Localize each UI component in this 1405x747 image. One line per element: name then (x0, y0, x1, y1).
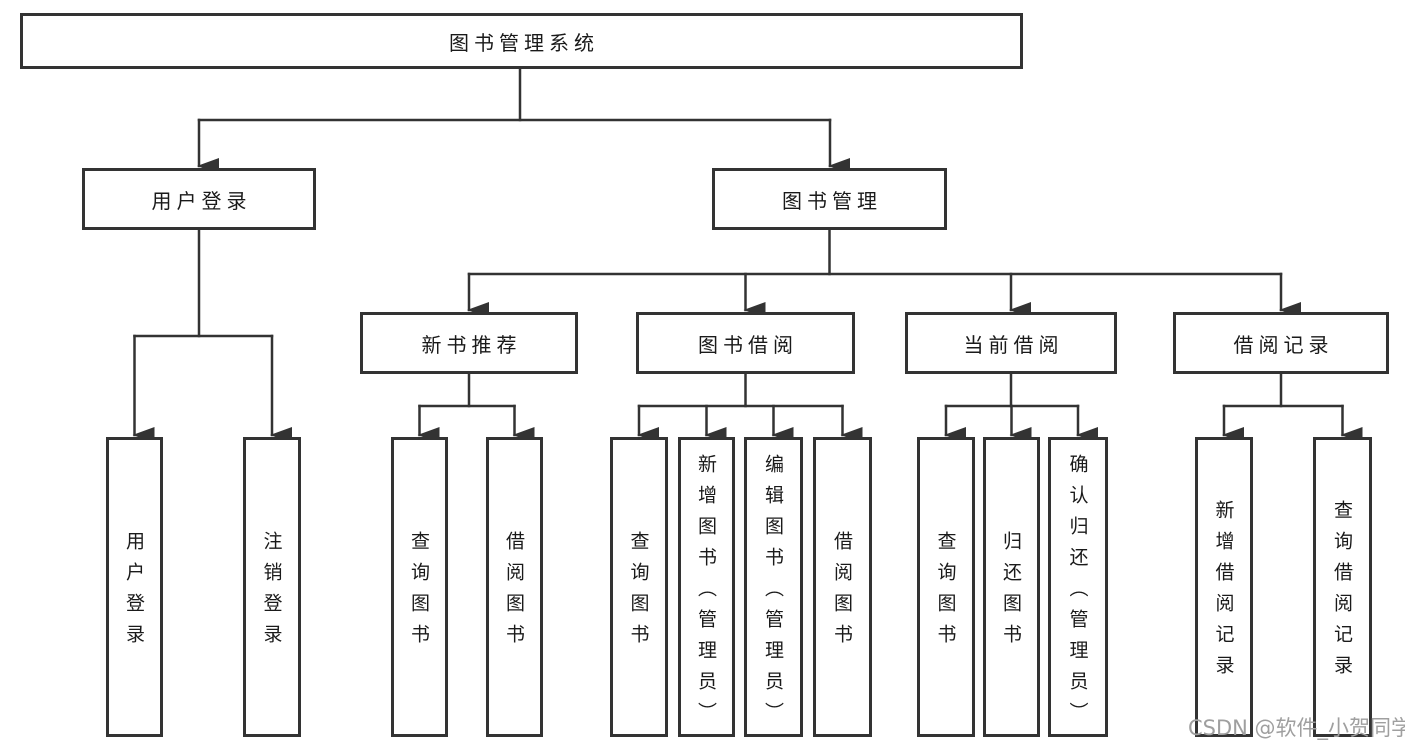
leaf-logout-label: 注销登录 (260, 531, 283, 655)
leaf-borrow-books-borrow-label: 借阅图书 (831, 531, 853, 655)
csdn-watermark: CSDN @软件_小贺同学 (1188, 716, 1405, 740)
connector-borrow-records (1222, 372, 1363, 443)
leaf-query-borrow-record: 查询借阅记录 (1313, 437, 1372, 737)
node-current-borrow: 当前借阅 (905, 312, 1117, 374)
node-user-login-label: 用户登录 (151, 188, 252, 213)
leaf-return-book-label: 归还图书 (1000, 531, 1022, 655)
node-book-borrow: 图书借阅 (636, 312, 855, 374)
leaf-borrow-books-recommend: 借阅图书 (486, 437, 543, 737)
leaf-query-books-recommend-label: 查询图书 (408, 531, 430, 655)
leaf-add-borrow-record: 新增借阅记录 (1195, 437, 1253, 737)
leaf-query-borrow-record-label: 查询借阅记录 (1331, 500, 1353, 686)
node-user-login: 用户登录 (82, 168, 316, 230)
connector-current-borrow (944, 372, 1098, 443)
leaf-add-book-admin-label: 新增图书（管理员） (695, 453, 717, 733)
leaf-borrow-books-borrow: 借阅图书 (813, 437, 872, 737)
leaf-add-book-admin: 新增图书（管理员） (678, 437, 735, 737)
node-new-book-recommend: 新书推荐 (360, 312, 578, 374)
node-book-management: 图书管理 (712, 168, 947, 230)
connector-book-management (467, 228, 1301, 318)
connector-user-login (132, 228, 292, 443)
leaf-query-books-borrow-label: 查询图书 (627, 531, 650, 655)
leaf-query-books-current-label: 查询图书 (934, 531, 957, 655)
connector-root (197, 67, 850, 174)
node-borrow-records: 借阅记录 (1173, 312, 1389, 374)
leaf-confirm-return-admin: 确认归还（管理员） (1048, 437, 1108, 737)
leaf-edit-book-admin: 编辑图书（管理员） (744, 437, 803, 737)
leaf-edit-book-admin-label: 编辑图书（管理员） (762, 453, 784, 733)
node-borrow-records-label: 借阅记录 (1233, 332, 1334, 357)
node-root-label: 图书管理系统 (449, 30, 599, 55)
node-book-management-label: 图书管理 (782, 188, 882, 213)
node-root: 图书管理系统 (20, 13, 1023, 69)
leaf-query-books-current: 查询图书 (917, 437, 975, 737)
leaf-confirm-return-admin-label: 确认归还（管理员） (1066, 453, 1089, 733)
leaf-user-login-label: 用户登录 (123, 531, 145, 655)
connector-book-borrow (637, 372, 863, 443)
node-new-book-recommend-label: 新书推荐 (421, 332, 522, 357)
leaf-return-book: 归还图书 (983, 437, 1040, 737)
leaf-borrow-books-recommend-label: 借阅图书 (503, 531, 525, 655)
leaf-query-books-borrow: 查询图书 (610, 437, 668, 737)
leaf-add-borrow-record-label: 新增借阅记录 (1212, 500, 1235, 686)
leaf-query-books-recommend: 查询图书 (391, 437, 448, 737)
leaf-user-login: 用户登录 (106, 437, 163, 737)
node-book-borrow-label: 图书借阅 (698, 332, 798, 357)
node-current-borrow-label: 当前借阅 (963, 332, 1064, 357)
connector-new-book-recommend (417, 372, 535, 443)
leaf-logout: 注销登录 (243, 437, 301, 737)
